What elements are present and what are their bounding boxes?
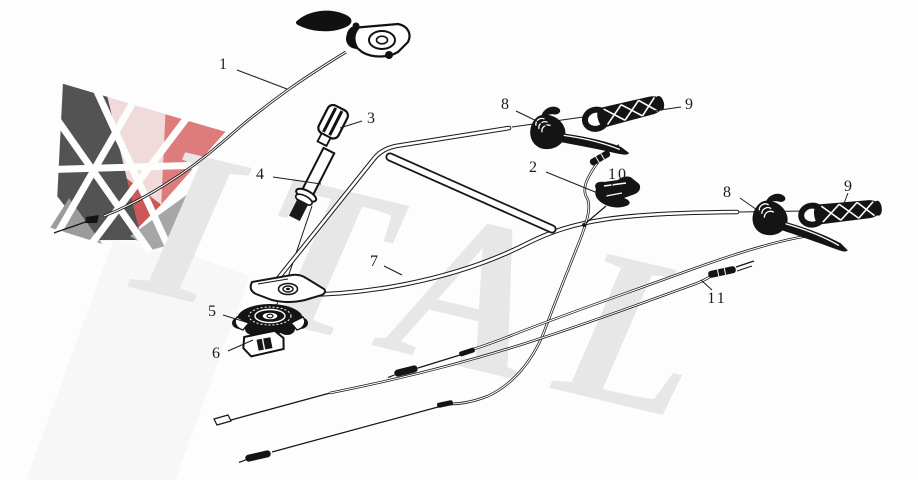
part-label: 5	[208, 303, 218, 320]
clutch-cable	[238, 144, 620, 464]
part-label: 7	[370, 253, 380, 270]
brake-cable	[387, 234, 809, 379]
leader-line	[842, 192, 849, 207]
leader-line	[272, 176, 322, 185]
part-label: 8	[723, 184, 733, 201]
leader-line	[339, 120, 363, 129]
part-label: 9	[844, 178, 854, 195]
leader-line	[222, 314, 253, 325]
part-label: 11	[707, 290, 726, 307]
part-label: 6	[212, 345, 222, 362]
leader-line	[383, 265, 403, 276]
leader-line	[515, 110, 548, 127]
frame-mount-bracket	[249, 273, 327, 303]
part-label: 2	[529, 159, 539, 176]
part-label: 9	[685, 96, 695, 113]
throttle-cable	[53, 50, 347, 234]
long-cable	[213, 260, 755, 426]
part-label: 4	[256, 166, 266, 183]
plate-nut	[242, 329, 285, 358]
leader-line	[605, 182, 614, 197]
part-label: 8	[501, 96, 511, 113]
leader-line	[227, 339, 254, 352]
part-label: 1	[219, 56, 229, 73]
throttle-control	[295, 10, 411, 59]
leader-line	[236, 69, 288, 90]
tension-rod	[289, 146, 336, 222]
cable-clamp	[582, 176, 641, 227]
brand-logo	[43, 78, 228, 259]
star-knob	[232, 304, 308, 337]
leader-line	[739, 197, 761, 213]
part-label: 10	[608, 166, 628, 183]
handlebar-frame	[269, 125, 740, 298]
leader-line	[700, 279, 713, 291]
leader-line	[545, 171, 601, 195]
part-label: 3	[367, 110, 377, 127]
leader-line	[645, 106, 682, 113]
